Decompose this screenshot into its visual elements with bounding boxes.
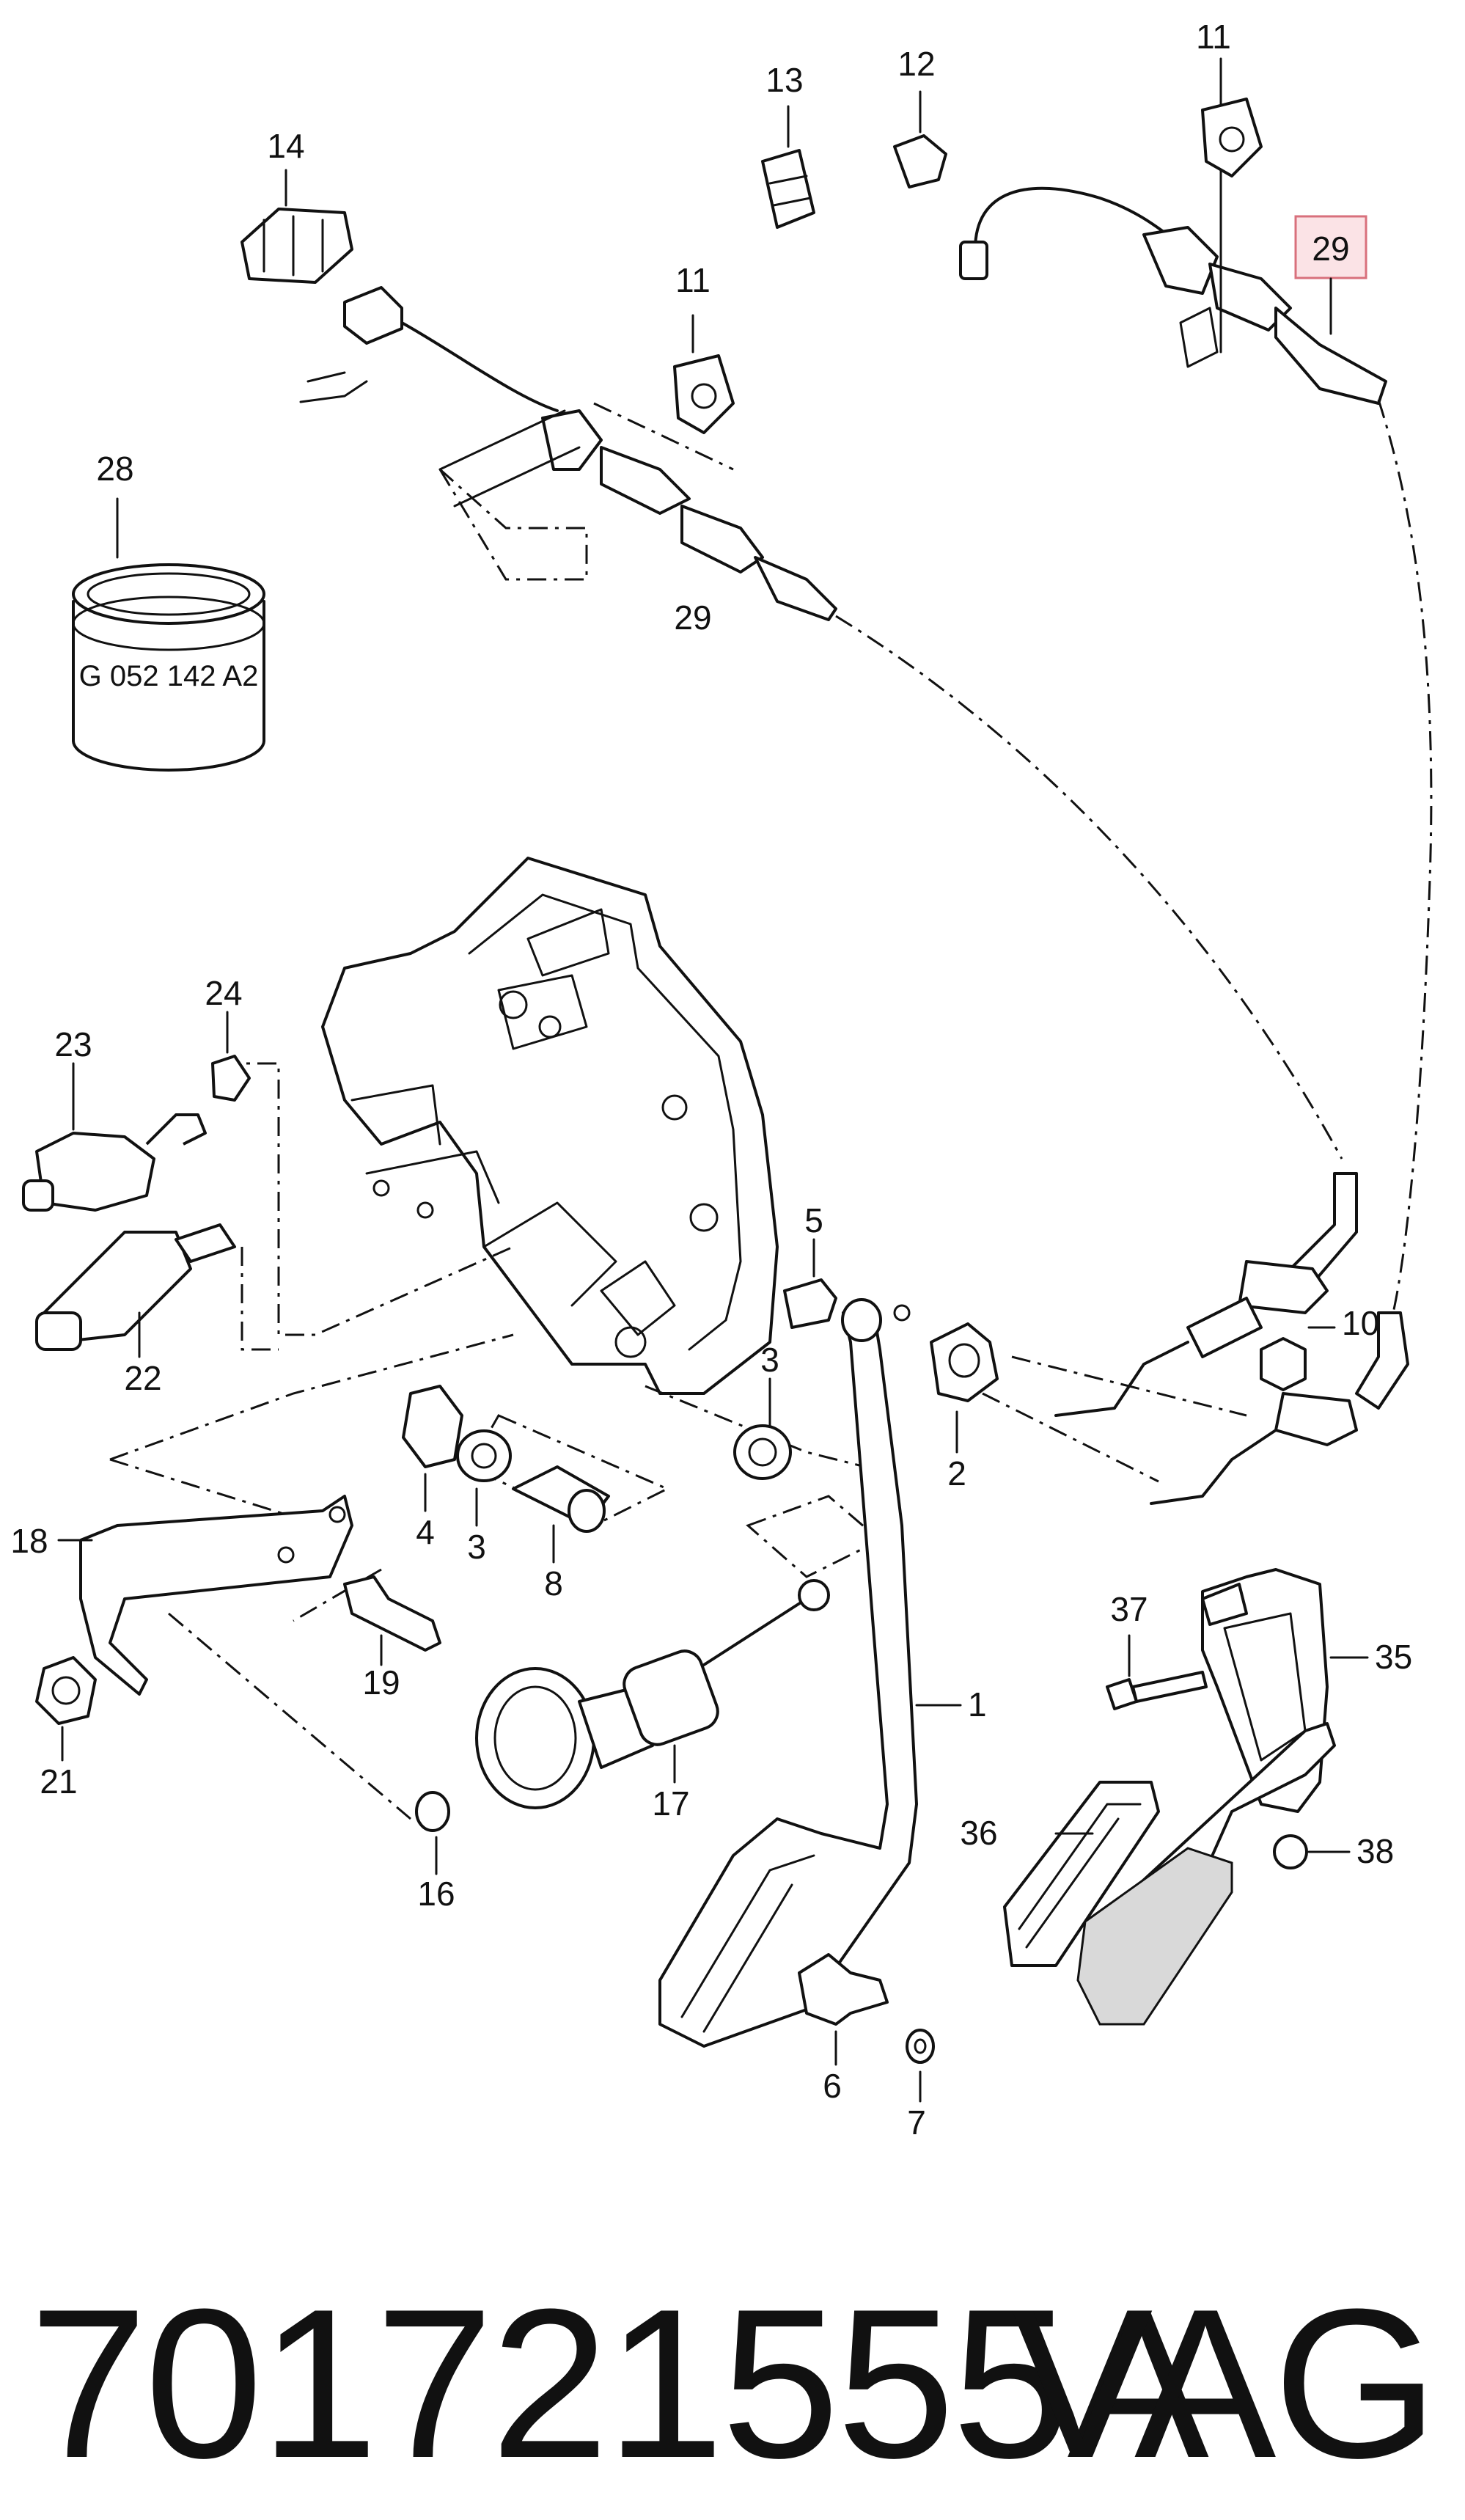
callout-6: 6 bbox=[823, 2067, 842, 2105]
sleeve-part-stamp: G 052 142 A2 bbox=[79, 660, 259, 692]
callout-37: 37 bbox=[1110, 1590, 1148, 1628]
callout-14: 14 bbox=[267, 127, 304, 165]
callout-12: 12 bbox=[897, 45, 935, 83]
nut-10 bbox=[1260, 1326, 1336, 1391]
callout-8: 8 bbox=[544, 1564, 563, 1603]
clip-13 bbox=[761, 105, 815, 229]
bushing-2 bbox=[930, 1322, 999, 1454]
vacuum-unit-17 bbox=[475, 1579, 830, 1809]
switch-22 bbox=[35, 1223, 236, 1358]
callout-16: 16 bbox=[417, 1875, 455, 1913]
callout-3-left: 3 bbox=[467, 1528, 486, 1566]
callout-23: 23 bbox=[54, 1025, 92, 1063]
screw-19 bbox=[343, 1575, 441, 1666]
callout-29-right: 29 bbox=[1312, 230, 1349, 268]
footer-brand: VAG bbox=[1011, 2265, 1439, 2502]
callout-10: 10 bbox=[1342, 1304, 1379, 1342]
cap-16 bbox=[415, 1791, 450, 1875]
clip-11-upper bbox=[1201, 57, 1263, 177]
callout-29-highlight-box bbox=[1294, 215, 1367, 279]
clip-38 bbox=[1273, 1834, 1351, 1869]
clip-14 bbox=[241, 169, 353, 284]
callout-29-left: 29 bbox=[674, 598, 711, 637]
callout-11-middle: 11 bbox=[675, 261, 711, 299]
switch-24 bbox=[211, 1011, 251, 1102]
callout-2: 2 bbox=[947, 1454, 966, 1492]
callout-11-upper: 11 bbox=[1196, 18, 1231, 56]
throttle-cable-left bbox=[299, 286, 1343, 1160]
washer-7 bbox=[906, 2029, 935, 2103]
cable-ends-lower bbox=[1054, 1172, 1409, 1505]
callout-21: 21 bbox=[40, 1762, 77, 1801]
callout-4: 4 bbox=[416, 1513, 435, 1551]
clip-11-middle bbox=[673, 314, 735, 434]
callout-28: 28 bbox=[96, 450, 133, 488]
sleeve-28 bbox=[72, 497, 265, 772]
clip-5 bbox=[783, 1238, 837, 1329]
footer-part-number: 701721555A bbox=[29, 2265, 1209, 2502]
callout-13: 13 bbox=[765, 61, 803, 99]
nut-21 bbox=[35, 1656, 97, 1762]
accelerator-pedal-1 bbox=[658, 1298, 962, 2048]
bracket-18 bbox=[57, 1495, 353, 1696]
callout-5: 5 bbox=[804, 1201, 823, 1239]
pedal-module-35 bbox=[1113, 1568, 1369, 1916]
clip-12 bbox=[893, 90, 947, 188]
bushing-3-right bbox=[733, 1377, 792, 1480]
callout-3-right: 3 bbox=[760, 1341, 779, 1379]
callouts: 14 13 12 11 11 29 29 28 24 23 22 5 10 3 … bbox=[10, 18, 1412, 2142]
switch-6 bbox=[798, 1953, 889, 2066]
callout-18: 18 bbox=[10, 1522, 48, 1560]
callout-19: 19 bbox=[362, 1663, 400, 1702]
bolt-37 bbox=[1106, 1634, 1208, 1710]
sleeve-8 bbox=[512, 1465, 610, 1564]
bushing-3-left bbox=[456, 1429, 512, 1527]
pedal-pad-36 bbox=[1003, 1781, 1233, 2026]
callout-36: 36 bbox=[960, 1814, 997, 1852]
callout-1: 1 bbox=[968, 1685, 987, 1724]
callout-17: 17 bbox=[652, 1784, 689, 1823]
pedal-bracket bbox=[321, 857, 779, 1395]
switch-23 bbox=[22, 1062, 207, 1212]
callout-38: 38 bbox=[1356, 1832, 1394, 1870]
callout-22: 22 bbox=[124, 1359, 161, 1397]
callout-7: 7 bbox=[907, 2103, 926, 2142]
callout-24: 24 bbox=[205, 974, 242, 1012]
footer: 701721555A VAG bbox=[29, 2265, 1439, 2502]
callout-35: 35 bbox=[1375, 1638, 1412, 1676]
clip-4 bbox=[402, 1385, 463, 1512]
